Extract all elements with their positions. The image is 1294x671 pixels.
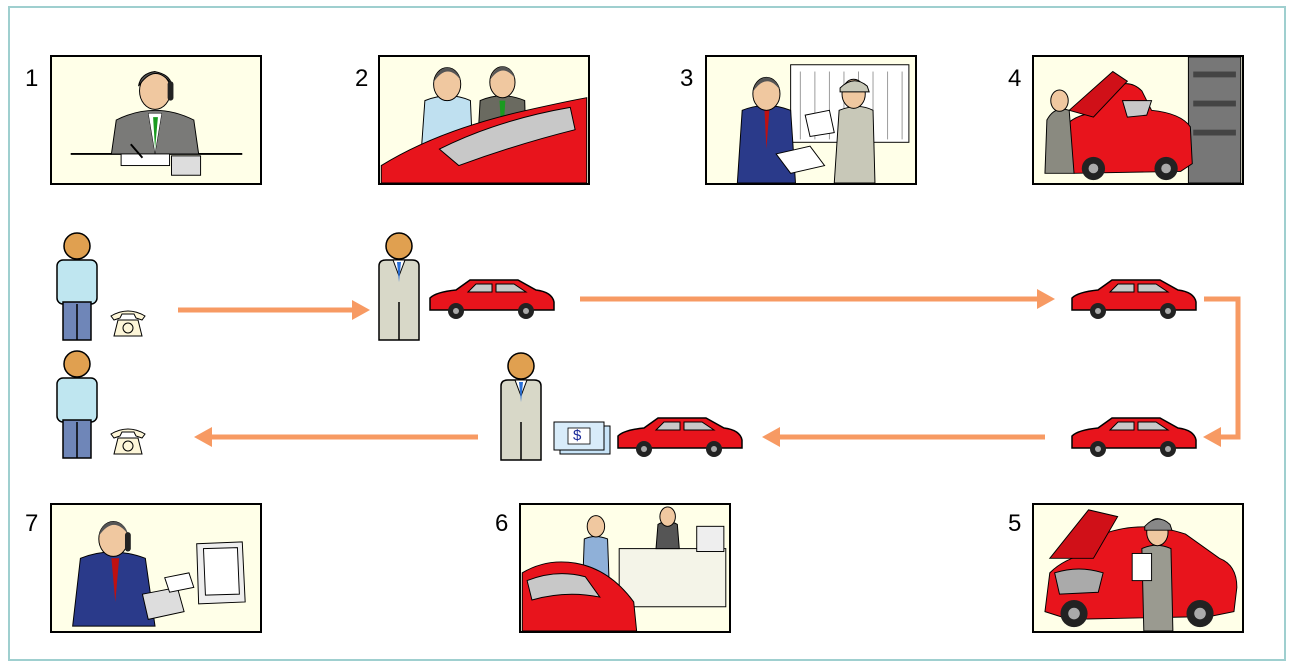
step-1-illustration (50, 55, 262, 185)
telephone-icon (108, 424, 148, 456)
step-number-6: 6 (495, 510, 508, 538)
advisor-icon (376, 232, 422, 342)
step-number-4: 4 (1008, 65, 1021, 93)
step-number-2: 2 (355, 65, 368, 93)
money-icon: $ (552, 420, 612, 456)
step-6-illustration (519, 503, 731, 633)
step-number-7: 7 (25, 510, 38, 538)
advisor-icon (498, 352, 544, 462)
step-number-3: 3 (680, 65, 693, 93)
car-icon (1068, 414, 1200, 458)
step-5-illustration (1032, 503, 1244, 633)
step-3-illustration (705, 55, 917, 185)
car-icon (426, 276, 558, 320)
step-2-illustration (378, 55, 590, 185)
money-symbol: $ (573, 427, 581, 444)
step-number-5: 5 (1008, 510, 1021, 538)
car-icon (1068, 276, 1200, 320)
step-number-1: 1 (25, 65, 38, 93)
customer-icon (54, 232, 100, 342)
car-icon (614, 414, 746, 458)
step-7-illustration (50, 503, 262, 633)
customer-icon (54, 350, 100, 460)
telephone-icon (108, 306, 148, 338)
step-4-illustration (1032, 55, 1244, 185)
